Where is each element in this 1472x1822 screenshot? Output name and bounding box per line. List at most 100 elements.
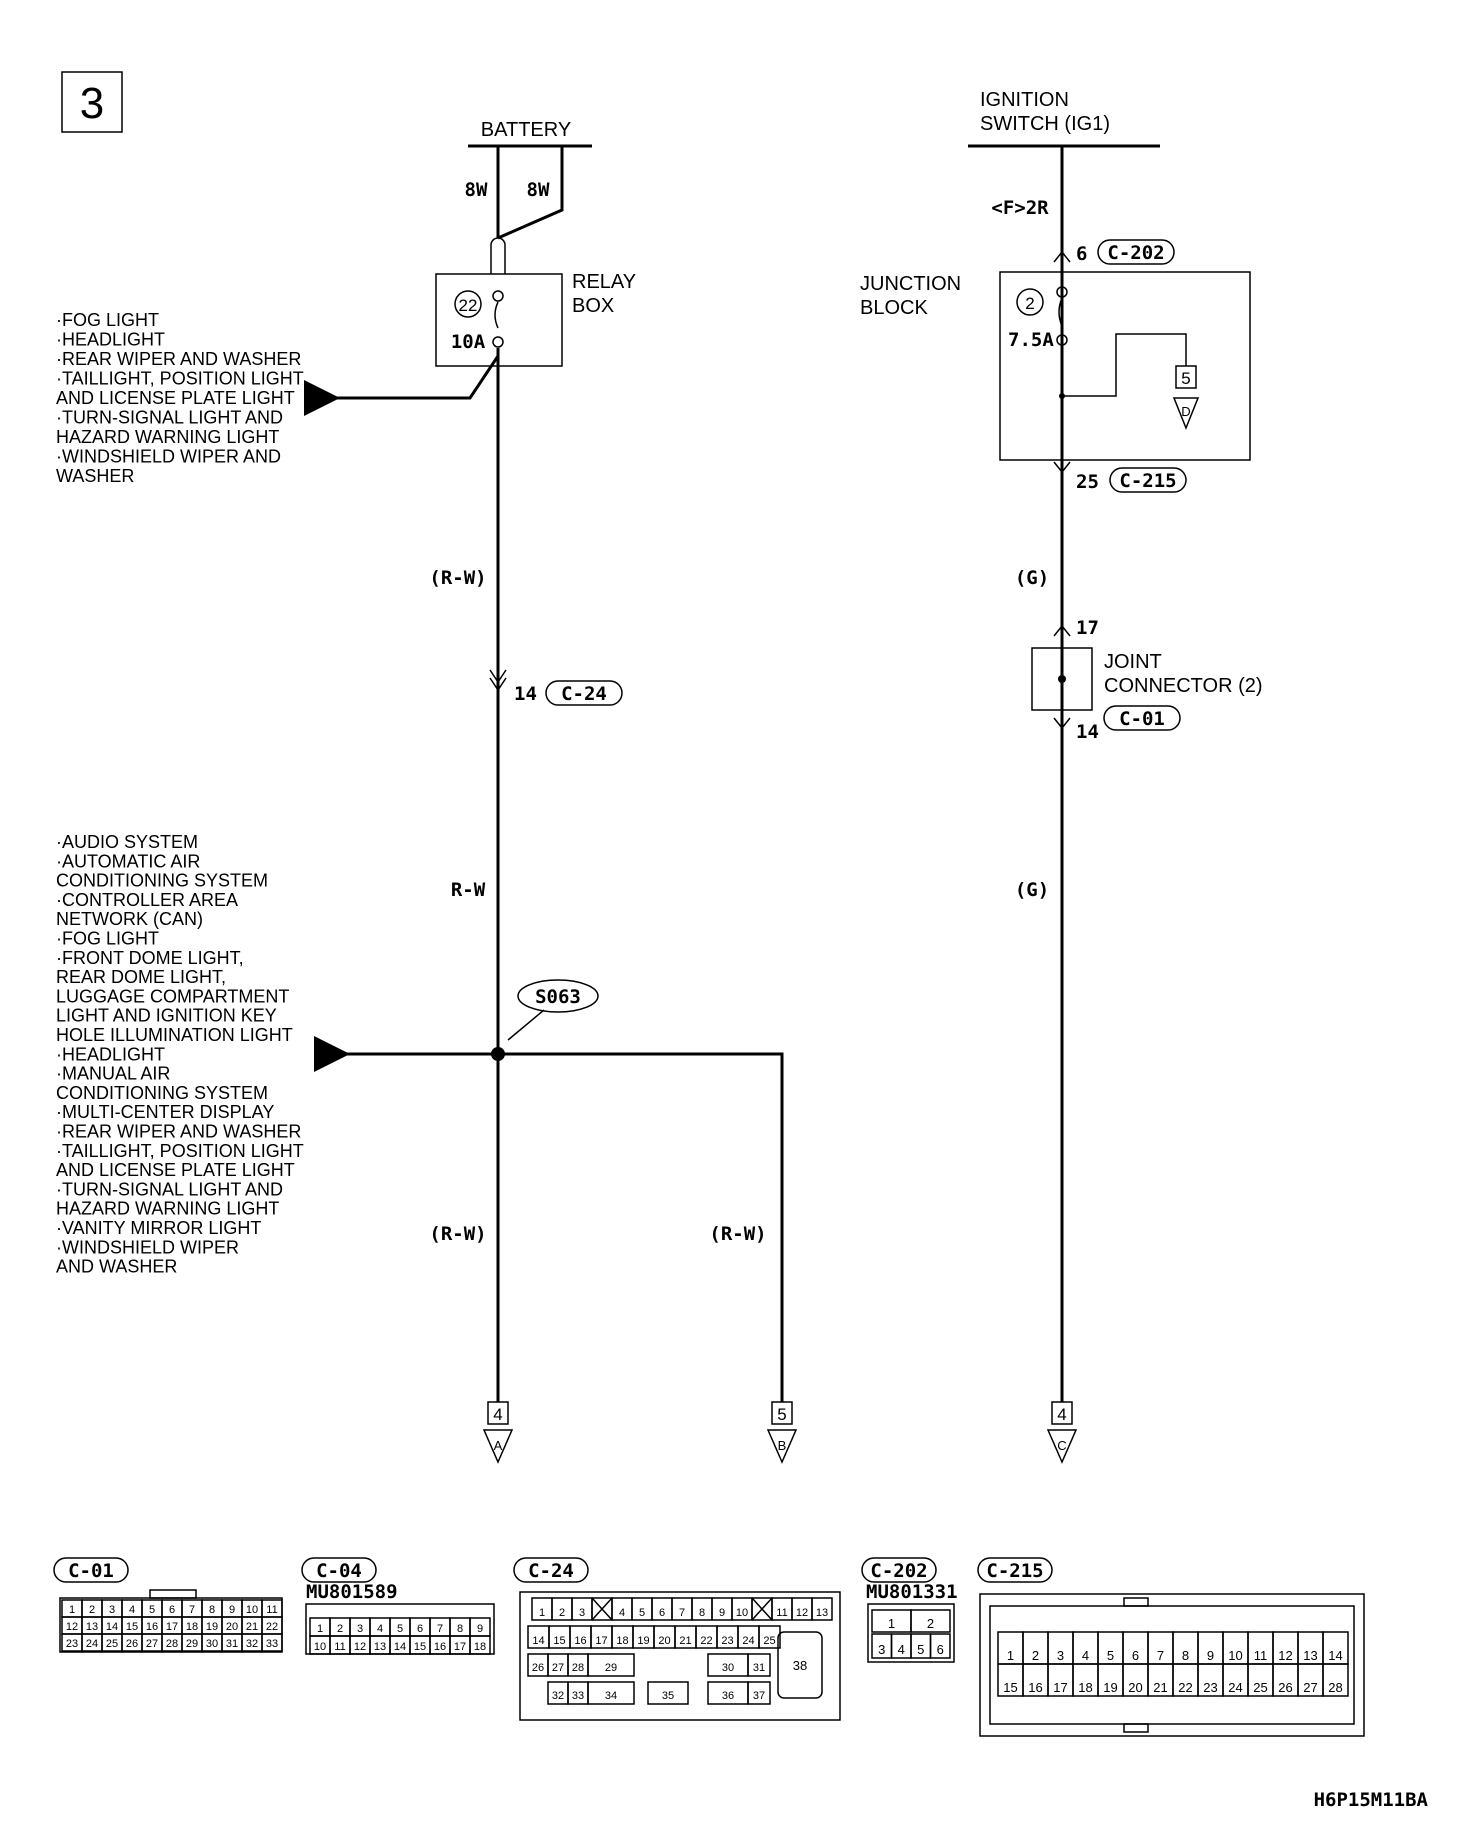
splice-branch-item: LIGHT AND IGNITION KEY bbox=[56, 1006, 277, 1026]
c01-pin: 31 bbox=[226, 1638, 238, 1650]
c24-pin: 30 bbox=[722, 1662, 734, 1674]
c24-pin: 16 bbox=[574, 1635, 586, 1647]
c215-pin: 12 bbox=[1278, 1648, 1292, 1663]
c24-pin: 21 bbox=[679, 1635, 691, 1647]
svg-text:C-215: C-215 bbox=[986, 1560, 1043, 1582]
c04-pin: 17 bbox=[454, 1641, 466, 1653]
c24-pin: 35 bbox=[662, 1690, 674, 1702]
splice-branch-item: ·WINDSHIELD WIPER bbox=[56, 1237, 239, 1257]
jb-ref-page: 5 bbox=[1181, 369, 1190, 388]
splice-branch-item: AND LICENSE PLATE LIGHT bbox=[56, 1160, 295, 1180]
svg-text:A: A bbox=[494, 1438, 503, 1453]
battery-wire-1: 8W bbox=[465, 179, 488, 201]
c01-pin: 30 bbox=[206, 1638, 218, 1650]
c215-pin: 5 bbox=[1107, 1648, 1114, 1663]
svg-text:25: 25 bbox=[1076, 471, 1099, 493]
c01-pin: 11 bbox=[266, 1604, 277, 1616]
junction-block: JUNCTION BLOCK 2 7.5A 5 D bbox=[860, 271, 1251, 461]
relay-branch-list: ·FOG LIGHT·HEADLIGHT·REAR WIPER AND WASH… bbox=[56, 310, 304, 486]
c24-pin: 11 bbox=[776, 1607, 787, 1619]
svg-text:B: B bbox=[778, 1438, 787, 1453]
c04-pin: 6 bbox=[417, 1623, 423, 1635]
jb-in-connector: C-202 bbox=[1107, 242, 1164, 264]
splice-branch-item: LUGGAGE COMPARTMENT bbox=[56, 986, 289, 1006]
c24-pin: 20 bbox=[658, 1635, 670, 1647]
jb-out: 25 C-215 bbox=[1053, 461, 1187, 493]
c24-pin: 25 bbox=[763, 1635, 775, 1647]
c24-pin: 29 bbox=[605, 1662, 617, 1674]
c04-pin: 7 bbox=[437, 1623, 443, 1635]
c24-pin: 1 bbox=[539, 1607, 545, 1619]
c24-pin: 33 bbox=[572, 1690, 584, 1702]
svg-text:C-215: C-215 bbox=[1119, 470, 1176, 492]
wire-color-rw-2: R-W bbox=[451, 879, 486, 901]
c01-pin: 27 bbox=[146, 1638, 158, 1650]
c01-pin: 29 bbox=[186, 1638, 198, 1650]
c215-pin: 26 bbox=[1278, 1680, 1292, 1695]
jb-fuse-rating: 7.5A bbox=[1008, 329, 1054, 351]
c24-pin: 27 bbox=[552, 1662, 564, 1674]
c215-pin: 6 bbox=[1132, 1648, 1139, 1663]
svg-text:MU801589: MU801589 bbox=[306, 1581, 398, 1603]
svg-text:14: 14 bbox=[514, 683, 537, 705]
c24-pin: 37 bbox=[753, 1690, 765, 1702]
c215-pin: 20 bbox=[1128, 1680, 1142, 1695]
c01-pin: 8 bbox=[209, 1604, 215, 1616]
splice-branch-item: ·REAR WIPER AND WASHER bbox=[56, 1122, 301, 1142]
c215-pin: 9 bbox=[1207, 1648, 1214, 1663]
relay-branch-item: AND LICENSE PLATE LIGHT bbox=[56, 388, 295, 408]
c24-cell bbox=[747, 1681, 771, 1705]
c04-pin: 10 bbox=[314, 1641, 326, 1653]
relay-branch-item: ·WINDSHIELD WIPER AND bbox=[56, 447, 281, 467]
wire-color-rw-4: (R-W) bbox=[709, 1223, 766, 1245]
relay-branch-item: ·REAR WIPER AND WASHER bbox=[56, 349, 301, 369]
wire-color-g-1: (G) bbox=[1015, 567, 1049, 589]
svg-text:14: 14 bbox=[1076, 721, 1099, 743]
c24-pin: 34 bbox=[605, 1690, 617, 1702]
splice-branch-item: ·MULTI-CENTER DISPLAY bbox=[56, 1102, 274, 1122]
c04-pin: 4 bbox=[377, 1623, 383, 1635]
jb-label-1: JUNCTION bbox=[860, 273, 961, 295]
c01-pin: 12 bbox=[66, 1621, 78, 1633]
c202-pin: 4 bbox=[898, 1642, 905, 1657]
c202-cell bbox=[910, 1609, 951, 1633]
svg-text:17: 17 bbox=[1076, 617, 1099, 639]
ignition-wire: <F>2R bbox=[991, 197, 1049, 219]
splice-branch-item: REAR DOME LIGHT, bbox=[56, 967, 226, 987]
c01-pin: 9 bbox=[229, 1604, 235, 1616]
c04-pin: 16 bbox=[434, 1641, 446, 1653]
c24-pin: 26 bbox=[532, 1662, 544, 1674]
c24-pin: 38 bbox=[793, 1658, 807, 1673]
c01-pin: 16 bbox=[146, 1621, 158, 1633]
svg-text:MU801331: MU801331 bbox=[866, 1581, 958, 1603]
c24-pin: 13 bbox=[816, 1607, 828, 1619]
c01-pin: 25 bbox=[106, 1638, 118, 1650]
splice-branch-item: ·TAILLIGHT, POSITION LIGHT bbox=[56, 1141, 304, 1161]
c24-pin: 4 bbox=[619, 1607, 625, 1619]
c01-pin: 1 bbox=[69, 1604, 75, 1616]
c24-pin: 22 bbox=[700, 1635, 712, 1647]
c215-pin: 25 bbox=[1253, 1680, 1267, 1695]
splice-branch-item: ·CONTROLLER AREA bbox=[56, 890, 238, 910]
c01-pin: 13 bbox=[86, 1621, 98, 1633]
c04-pin: 1 bbox=[317, 1623, 323, 1635]
c202-pin: 3 bbox=[878, 1642, 885, 1657]
c24-pin: 9 bbox=[719, 1607, 725, 1619]
c01-pin: 7 bbox=[189, 1604, 195, 1616]
c24-pin: 12 bbox=[796, 1607, 808, 1619]
battery-label: BATTERY bbox=[481, 119, 571, 141]
c01-pin: 23 bbox=[66, 1638, 78, 1650]
c24-pin: 14 bbox=[532, 1635, 544, 1647]
c24-pin: 8 bbox=[699, 1607, 705, 1619]
c04-pin: 8 bbox=[457, 1623, 463, 1635]
c24-pin: 5 bbox=[639, 1607, 645, 1619]
c215-pin: 17 bbox=[1053, 1680, 1067, 1695]
c215-pin: 14 bbox=[1328, 1648, 1342, 1663]
splice-branch-item: ·TURN-SIGNAL LIGHT AND bbox=[56, 1179, 283, 1199]
splice-branch-item: AND WASHER bbox=[56, 1257, 177, 1277]
c24-pin: 23 bbox=[721, 1635, 733, 1647]
c202-pin: 1 bbox=[888, 1616, 895, 1631]
c04-pin: 11 bbox=[334, 1641, 345, 1653]
c24-pin: 6 bbox=[659, 1607, 665, 1619]
